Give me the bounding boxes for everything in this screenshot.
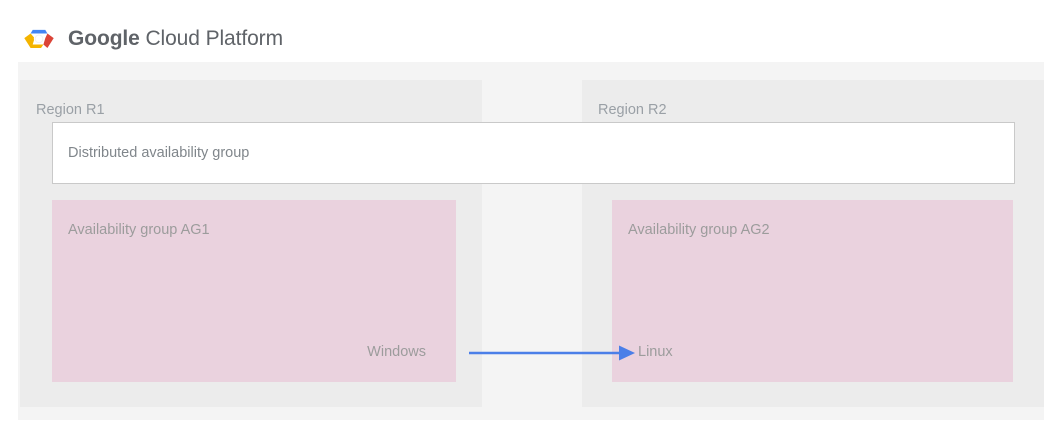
google-cloud-platform-logo-icon [24,29,54,49]
distributed-availability-group-label: Distributed availability group [68,145,250,161]
availability-group-ag2-os-label: Linux [638,344,673,360]
availability-group-ag1: Availability group AG1 Windows [52,200,456,382]
distributed-availability-group-box: Distributed availability group [52,122,1015,184]
brand-header: Google Cloud Platform [22,18,283,58]
region-label-r2: Region R2 [598,102,667,118]
brand-title-google: Google [68,26,140,50]
region-label-r1: Region R1 [36,102,105,118]
availability-group-ag1-title: Availability group AG1 [68,222,210,238]
arrow-right-icon [469,345,635,361]
availability-group-ag2-title: Availability group AG2 [628,222,770,238]
availability-group-ag2: Availability group AG2 Linux [612,200,1013,382]
brand-title: Google Cloud Platform [68,28,283,49]
architecture-diagram: Region R1 Region R2 Distributed availabi… [18,62,1044,420]
availability-group-ag1-os-label: Windows [367,344,426,360]
brand-title-cloud-platform: Cloud Platform [139,26,283,50]
